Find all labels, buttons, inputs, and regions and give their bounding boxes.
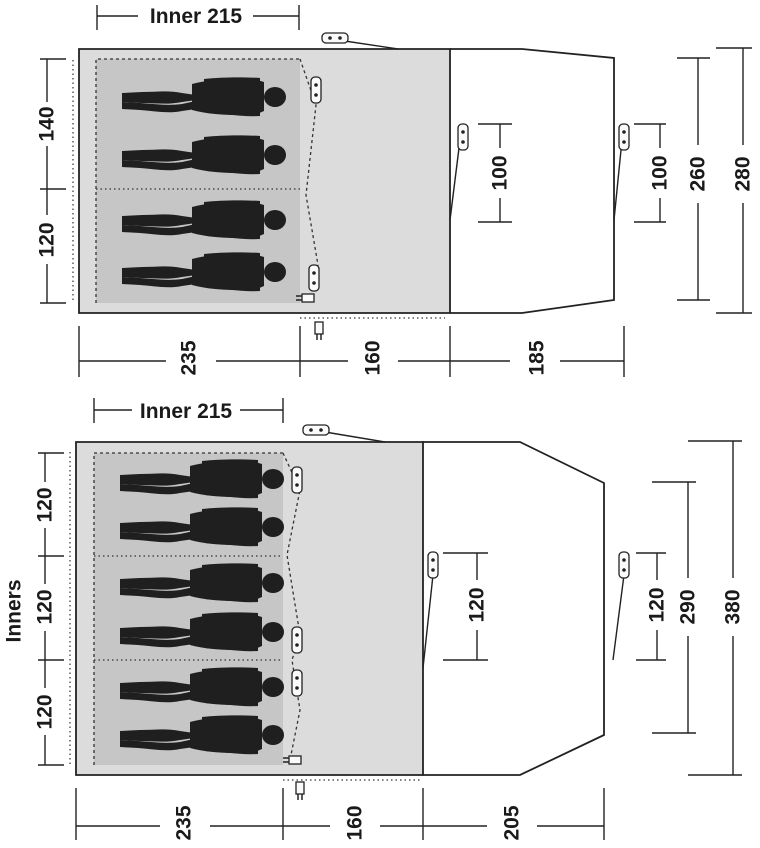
inner-tent [94,453,283,765]
inner-depth-140-label: 140 [36,106,59,141]
guy-line [324,431,386,443]
inner-depth-120-a-label: 120 [34,487,57,522]
inner-depth-120-b-label: 120 [34,589,57,624]
peg-icon [291,466,303,494]
inner-width-label: Inner 215 [150,5,243,28]
peg-icon [310,76,322,104]
total-depth-280-label: 280 [732,156,755,191]
door-panel-right [612,574,625,661]
inner-depth-120-c-label: 120 [34,694,57,729]
inner-tent-outline [95,58,300,303]
bottom-plan: Inner 215 120 120 120 Inners 120 120 290 [3,398,745,844]
total-depth-380-label: 380 [722,589,745,624]
canopy-outline [450,48,615,314]
peg-icon [291,669,303,697]
door-width-right-label: 100 [649,155,672,190]
canopy-depth-260-label: 260 [687,156,710,191]
canopy-outline [423,441,605,776]
inner-depth-120-label: 120 [36,222,59,257]
guy-line [337,39,399,50]
peg-icon [427,551,439,579]
inner-length-235-label: 235 [173,805,196,840]
canopy-depth-290-label: 290 [677,589,700,624]
canopy-length-205-label: 205 [501,805,524,840]
peg-icon [321,32,349,44]
inner-width-label: Inner 215 [140,400,233,423]
power-plug-icon [295,781,305,801]
living-length-160-label: 160 [344,805,367,840]
door-panel-left [449,139,461,221]
peg-icon [457,123,469,151]
power-plug-icon [314,321,324,341]
peg-icon [618,123,630,151]
door-panel-right [613,139,623,221]
peg-icon [308,264,320,292]
peg-icon [291,626,303,654]
living-length-160-label: 160 [362,340,385,375]
door-panel-left [422,574,434,669]
inners-label: Inners [3,579,26,642]
top-plan: Inner 215 140 120 100 100 260 280 [36,5,755,378]
inner-tent-outline [93,452,283,765]
canopy-length-185-label: 185 [526,340,549,375]
door-width-left-label: 120 [466,587,489,622]
peg-icon [302,424,330,436]
inner-length-235-label: 235 [178,340,201,375]
door-width-left-label: 100 [489,155,512,190]
peg-icon [618,551,630,579]
door-width-right-label: 120 [646,587,669,622]
